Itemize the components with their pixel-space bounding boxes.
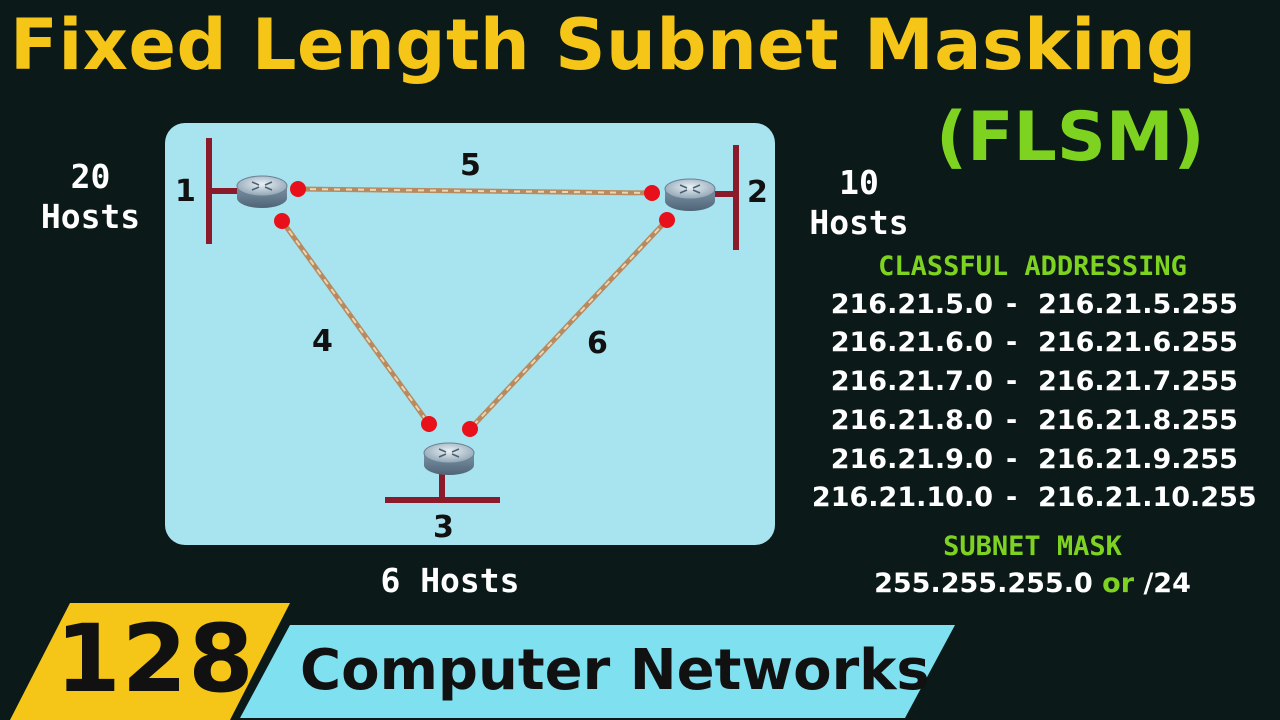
lan-3-bar xyxy=(385,470,500,503)
router-icon xyxy=(664,178,716,211)
lan-2-hosts: 10 Hosts xyxy=(809,163,909,242)
address-range-row: 216.21.7.0 - 216.21.7.255 xyxy=(805,366,1260,404)
address-range-row: 216.21.8.0 - 216.21.8.255 xyxy=(805,405,1260,443)
range-dash: - xyxy=(1006,327,1018,358)
range-end: 216.21.5.255 xyxy=(1038,289,1238,320)
address-range-row: 216.21.6.0 - 216.21.6.255 xyxy=(805,327,1260,365)
range-end: 216.21.8.255 xyxy=(1038,405,1238,436)
range-start: 216.21.8.0 xyxy=(830,405,993,436)
series-title: Computer Networks xyxy=(300,638,930,703)
range-dash: - xyxy=(1006,482,1018,513)
router-icon xyxy=(423,442,475,475)
network-label-4: 4 xyxy=(312,324,333,359)
subnet-mask-value: 255.255.255.0 or /24 xyxy=(805,568,1260,599)
subnet-mask-or: or xyxy=(1102,568,1135,599)
lan-2-bar xyxy=(714,145,739,250)
address-range-row: 216.21.5.0 - 216.21.5.255 xyxy=(805,289,1260,327)
network-label-1: 1 xyxy=(175,174,196,209)
range-end: 216.21.7.255 xyxy=(1038,366,1238,397)
port-dot xyxy=(290,181,306,197)
lan-1-hosts: 20 Hosts xyxy=(40,157,141,236)
range-end: 216.21.9.255 xyxy=(1038,444,1238,475)
subnet-mask-heading: SUBNET MASK xyxy=(943,531,1122,562)
range-dash: - xyxy=(1006,444,1018,475)
subnet-mask-cidr: /24 xyxy=(1143,568,1191,599)
network-label-3: 3 xyxy=(433,510,454,545)
port-dot xyxy=(274,213,290,229)
series-banner xyxy=(240,625,955,718)
port-dots xyxy=(274,181,675,437)
port-dot xyxy=(421,416,437,432)
range-start: 216.21.10.0 xyxy=(811,482,993,513)
subnet-mask-dotted: 255.255.255.0 xyxy=(874,568,1093,599)
port-dot xyxy=(644,185,660,201)
page-title: Fixed Length Subnet Masking xyxy=(10,4,1197,86)
address-range-row: 216.21.10.0 - 216.21.10.255 xyxy=(805,482,1260,520)
episode-number: 128 xyxy=(55,605,255,714)
range-start: 216.21.7.0 xyxy=(830,366,993,397)
network-label-6: 6 xyxy=(587,326,608,361)
port-dot xyxy=(659,212,675,228)
link-6 xyxy=(468,218,669,431)
episode-badge xyxy=(10,603,290,720)
port-dot xyxy=(462,421,478,437)
classful-heading: CLASSFUL ADDRESSING xyxy=(878,251,1187,282)
range-dash: - xyxy=(1006,366,1018,397)
lan-1-bar xyxy=(206,138,240,244)
range-dash: - xyxy=(1006,405,1018,436)
address-range-row: 216.21.9.0 - 216.21.9.255 xyxy=(805,444,1260,482)
network-label-2: 2 xyxy=(747,175,768,210)
range-end: 216.21.6.255 xyxy=(1038,327,1238,358)
network-label-5: 5 xyxy=(460,148,481,183)
range-start: 216.21.6.0 xyxy=(830,327,993,358)
page-subtitle: (FLSM) xyxy=(936,98,1205,177)
range-end: 216.21.10.255 xyxy=(1038,482,1257,513)
router-icon xyxy=(236,175,288,208)
link-5 xyxy=(297,186,653,196)
range-dash: - xyxy=(1006,289,1018,320)
link-4 xyxy=(279,219,432,426)
range-start: 216.21.9.0 xyxy=(830,444,993,475)
lan-3-hosts: 6 Hosts xyxy=(380,561,520,600)
range-start: 216.21.5.0 xyxy=(830,289,993,320)
